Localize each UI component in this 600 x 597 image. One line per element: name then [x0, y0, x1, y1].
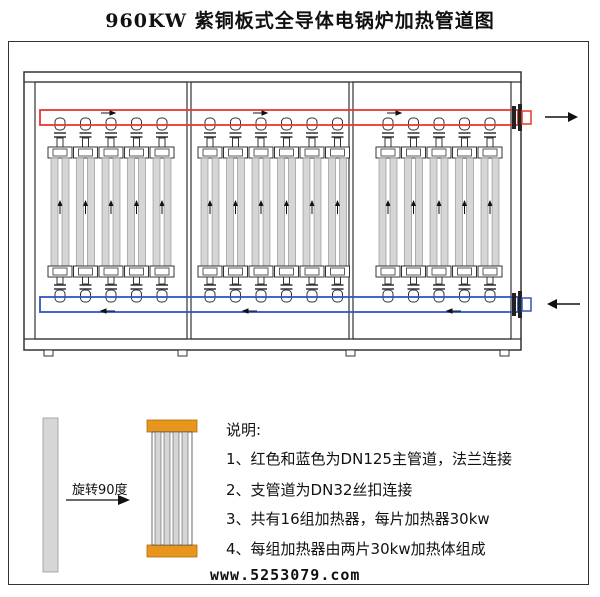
cabinet-section-1 [34, 81, 188, 340]
arrow-up-icon [335, 200, 340, 214]
heater-unit [248, 117, 274, 303]
arrow-up-icon [487, 200, 493, 214]
arrow-right-icon [101, 110, 117, 116]
heater-plate-rotated [146, 419, 198, 558]
arrow-left-icon [241, 308, 257, 314]
arrow-up-icon [436, 200, 442, 214]
heater-unit [375, 117, 401, 303]
arrow-up-icon [284, 200, 289, 214]
inlet-flange [512, 291, 532, 318]
note-item-2: 2、支管道为DN32丝扣连接 [226, 481, 413, 499]
arrow-up-icon [159, 200, 165, 214]
arrow-up-icon [83, 200, 88, 214]
heater-unit [98, 117, 124, 303]
arrow-up-icon [134, 200, 139, 214]
diagram-title: 960KW 紫铜板式全导体电锅炉加热管道图 [105, 10, 495, 32]
heater-unit [325, 117, 350, 303]
notes-heading: 说明: [226, 421, 262, 439]
heater-unit [401, 117, 426, 303]
heater-unit [73, 117, 98, 303]
arrow-up-icon [57, 200, 63, 214]
heater-flange-bottom [146, 544, 198, 558]
heater-plate-side-view [42, 417, 59, 573]
arrow-right-icon [66, 495, 130, 505]
arrow-up-icon [258, 200, 264, 214]
cabinet-foot [345, 349, 356, 357]
arrow-up-icon [411, 200, 416, 214]
cabinet-foot [177, 349, 188, 357]
arrow-left-icon [547, 299, 580, 309]
heater-unit [299, 117, 325, 303]
arrow-right-icon [387, 110, 403, 116]
arrow-up-icon [462, 200, 467, 214]
heater-unit [149, 117, 175, 303]
heater-unit [477, 117, 503, 303]
heater-unit [452, 117, 477, 303]
arrow-left-icon [445, 308, 461, 314]
arrow-up-icon [207, 200, 213, 214]
heater-units [47, 117, 503, 303]
heater-flange-top [146, 419, 198, 433]
arrow-right-icon [545, 112, 578, 122]
arrow-up-icon [233, 200, 238, 214]
arrow-up-icon [108, 200, 114, 214]
heater-unit [197, 117, 223, 303]
arrow-up-icon [385, 200, 391, 214]
website-watermark: www.5253079.com [210, 566, 361, 584]
heater-unit [223, 117, 248, 303]
heater-unit [274, 117, 299, 303]
heater-unit [426, 117, 452, 303]
arrow-up-icon [309, 200, 315, 214]
note-item-3: 3、共有16组加热器，每片加热器30kw [226, 510, 490, 528]
cabinet-foot [499, 349, 510, 357]
note-item-4: 4、每组加热器由两片30kw加热体组成 [226, 540, 486, 558]
diagram-frame [8, 41, 589, 585]
note-item-1: 1、红色和蓝色为DN125主管道，法兰连接 [226, 450, 512, 468]
cabinet-foot [43, 349, 54, 357]
outlet-flange [512, 104, 532, 131]
arrow-left-icon [99, 308, 115, 314]
heater-unit [47, 117, 73, 303]
cabinet-section-3 [352, 81, 512, 340]
heater-unit [124, 117, 149, 303]
cabinet-section-2 [190, 81, 350, 340]
arrow-right-icon [253, 110, 269, 116]
pipe-flow-arrows [99, 110, 461, 314]
rotate-label: 旋转90度 [72, 483, 128, 498]
